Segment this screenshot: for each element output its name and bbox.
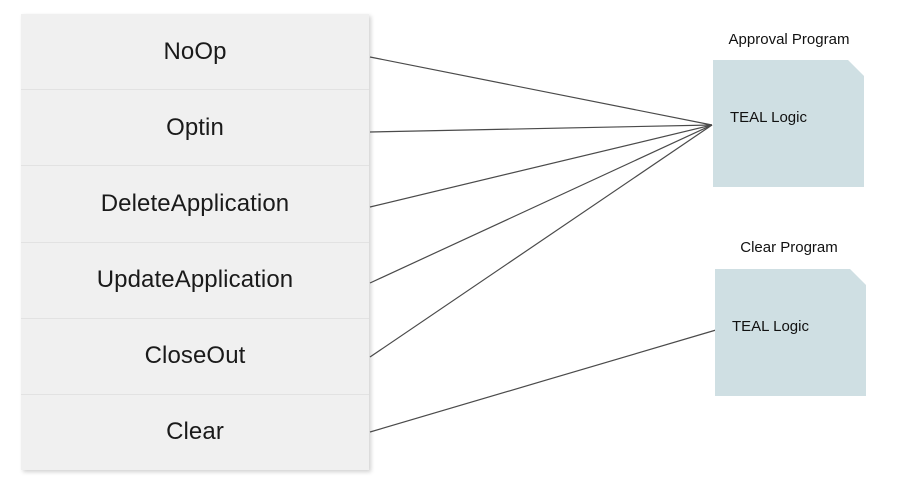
op-label-closeout: CloseOut [144,342,246,370]
list-item[interactable]: DeleteApplication [21,166,369,243]
oncomplete-op-list: NoOp Optin DeleteApplication UpdateAppli… [21,14,369,471]
list-item[interactable]: Clear [21,394,369,471]
list-item[interactable]: UpdateApplication [21,242,369,319]
clear-program-group: Clear Program TEAL Logic [700,240,878,405]
list-item[interactable]: CloseOut [21,318,369,395]
op-label-optin: Optin [166,113,224,141]
approval-program-body-label: TEAL Logic [730,109,807,126]
approval-program-card[interactable] [713,60,864,187]
connector-clear-to-clearprogram [369,329,717,433]
list-item[interactable]: Optin [21,90,369,167]
list-item[interactable]: NoOp [21,14,369,91]
op-label-deleteapplication: DeleteApplication [100,189,290,217]
connector-updateapplication-to-approval [369,124,713,284]
connector-deleteapplication-to-approval [369,124,713,208]
connector-noop-to-approval [369,56,713,126]
approval-program-group: Approval Program TEAL Logic [700,32,878,192]
op-label-clear: Clear [166,418,224,446]
clear-program-title: Clear Program [740,239,838,256]
op-label-noop: NoOp [163,37,227,65]
clear-program-card[interactable] [715,269,866,396]
op-label-updateapplication: UpdateApplication [96,266,294,294]
clear-program-body-label: TEAL Logic [732,318,809,335]
connector-closeout-to-approval [369,124,713,358]
approval-program-title: Approval Program [728,31,850,48]
connector-optin-to-approval [369,124,713,133]
